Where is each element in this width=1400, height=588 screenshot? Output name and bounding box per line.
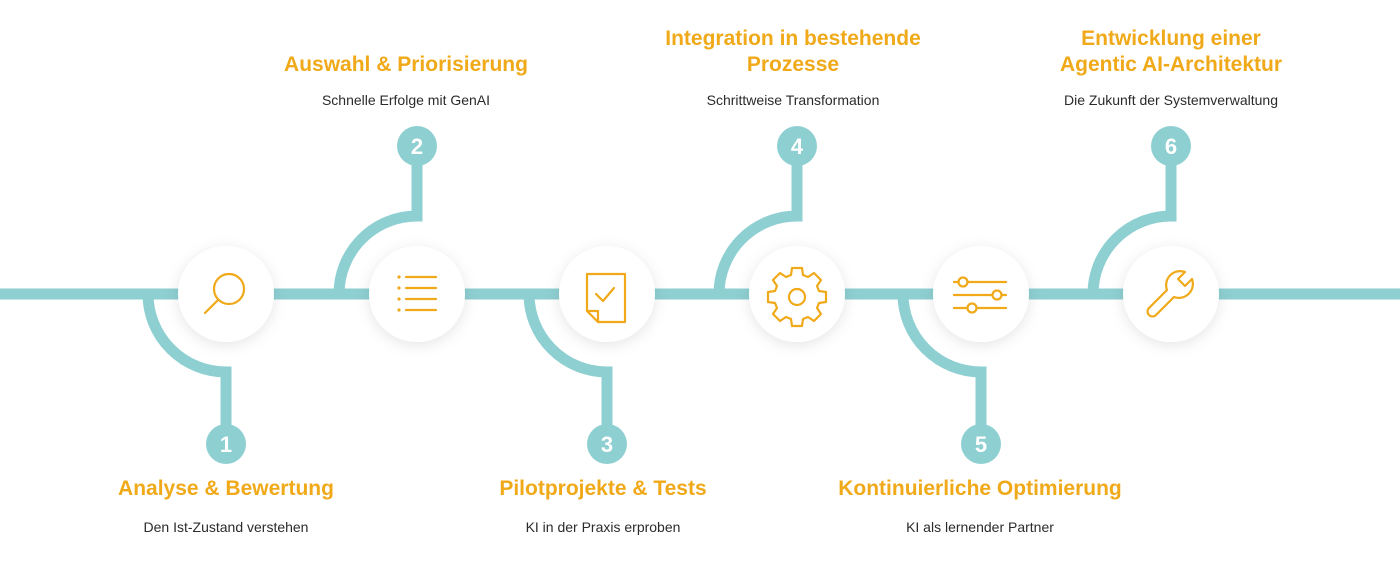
step-badge-1: 1 — [206, 424, 246, 464]
step-badge-3: 3 — [587, 424, 627, 464]
step-4-subtitle: Schrittweise Transformation — [706, 92, 880, 108]
wrench-icon — [1146, 270, 1194, 318]
connector-step-3 — [523, 293, 613, 440]
step-circle-4 — [749, 246, 845, 342]
step-1-title: Analyse & Bewertung — [118, 477, 334, 500]
step-badge-4: 4 — [777, 126, 817, 166]
step-circle-1 — [178, 246, 274, 342]
svg-text:2: 2 — [411, 134, 423, 159]
document-check-icon — [585, 272, 627, 324]
sliders-icon — [952, 276, 1008, 314]
step-circle-3 — [559, 246, 655, 342]
svg-text:5: 5 — [975, 432, 987, 457]
magnifier-icon — [203, 272, 246, 315]
step-5-title: Kontinuierliche Optimierung — [838, 477, 1122, 500]
step-circle-2 — [369, 246, 465, 342]
step-circle-5 — [933, 246, 1029, 342]
step-3-subtitle: KI in der Praxis erproben — [525, 519, 681, 535]
step-badge-6: 6 — [1151, 126, 1191, 166]
step-5-subtitle: KI als lernender Partner — [906, 519, 1054, 535]
connector-step-5 — [897, 293, 987, 440]
svg-text:1: 1 — [220, 432, 232, 457]
connector-step-2 — [333, 146, 423, 295]
gear-icon — [766, 266, 828, 328]
step-circle-6 — [1123, 246, 1219, 342]
list-icon — [397, 275, 438, 312]
svg-text:6: 6 — [1165, 134, 1177, 159]
step-1-subtitle: Den Ist-Zustand verstehen — [143, 519, 309, 535]
connector-step-1 — [142, 293, 232, 440]
step-badge-5: 5 — [961, 424, 1001, 464]
connector-step-4 — [713, 146, 803, 295]
step-6-subtitle: Die Zukunft der Systemverwaltung — [1064, 92, 1278, 108]
step-badge-2: 2 — [397, 126, 437, 166]
step-2-subtitle: Schnelle Erfolge mit GenAI — [321, 92, 491, 108]
step-6-title: Entwicklung einer Agentic AI-Architektur — [1059, 27, 1283, 76]
step-4-title: Integration in bestehende Prozesse — [665, 27, 921, 76]
svg-text:3: 3 — [601, 432, 613, 457]
svg-text:4: 4 — [791, 134, 804, 159]
connector-step-6 — [1087, 146, 1177, 295]
step-3-title: Pilotprojekte & Tests — [499, 477, 707, 500]
step-2-title: Auswahl & Priorisierung — [284, 53, 528, 76]
